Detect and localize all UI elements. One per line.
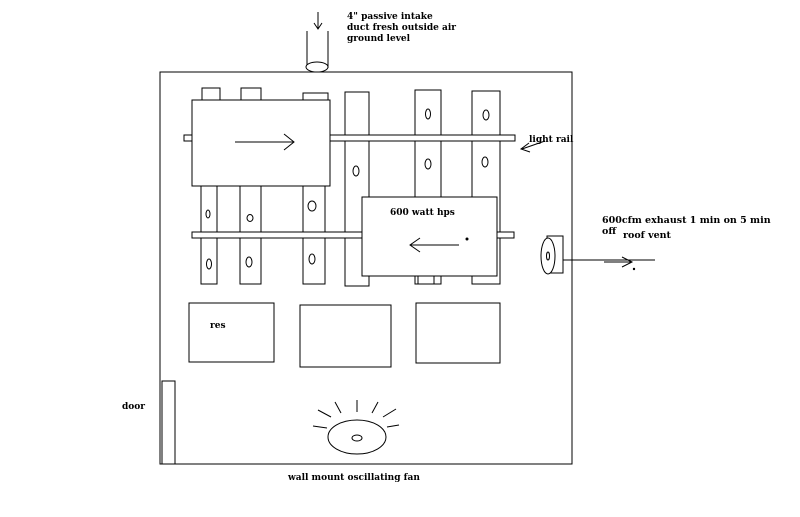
plant-trays-right <box>345 90 500 286</box>
roof-vent-label: roof vent <box>623 230 671 241</box>
hps-label: 600 watt hps <box>390 208 455 218</box>
exhaust-fan <box>541 236 655 274</box>
intake-duct-label: 4" passive intake duct fresh outside air… <box>347 12 457 44</box>
exhaust-off-label: off <box>602 226 617 237</box>
room-outline <box>160 72 572 464</box>
reservoir-label: res <box>210 321 226 331</box>
door <box>162 381 175 464</box>
hps-hood <box>362 197 497 284</box>
intake-duct <box>306 12 328 72</box>
door-label: door <box>122 402 146 412</box>
light-rail-arrow <box>521 141 545 152</box>
light-rail-top <box>184 135 515 141</box>
exhaust-label: 600cfm exhaust 1 min on 5 min <box>602 215 771 226</box>
light-rail-label: light rail <box>529 135 574 145</box>
reservoirs <box>189 303 500 367</box>
oscillating-fan-icon <box>313 400 399 454</box>
fan-label: wall mount oscillating fan <box>288 473 420 483</box>
light-rail-bottom <box>192 232 514 238</box>
